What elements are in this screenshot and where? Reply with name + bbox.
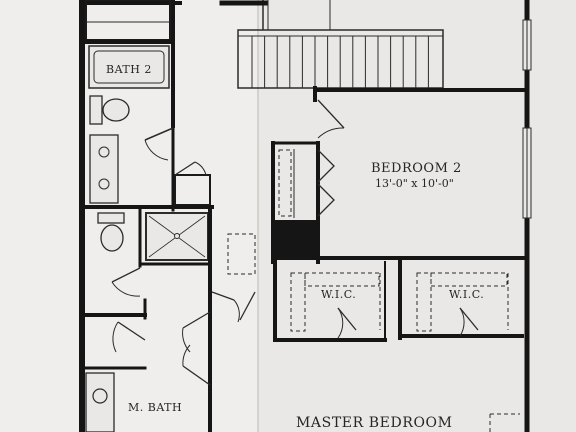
bedroom-2-label: BEDROOM 2 — [371, 161, 462, 176]
master-bedroom-label: MASTER BEDROOM — [296, 415, 453, 431]
master-bath-label: M. BATH — [128, 401, 182, 414]
bedroom-2 — [271, 86, 529, 264]
master-bath-lower — [80, 298, 211, 432]
exterior-walls — [79, 0, 532, 432]
master-bedroom — [489, 413, 520, 432]
bedroom-2-dimensions: 13'-0" x 10'-0" — [375, 177, 454, 190]
hall-features — [211, 233, 256, 323]
bath-2-label: BATH 2 — [106, 63, 152, 76]
wic-right-label: W.I.C. — [449, 288, 484, 301]
master-bath-upper — [97, 205, 212, 432]
staircase — [237, 0, 444, 89]
wic-left-label: W.I.C. — [321, 288, 356, 301]
bath-2-area — [80, 0, 175, 212]
walk-in-closets — [273, 256, 524, 342]
chase-block — [274, 220, 316, 258]
